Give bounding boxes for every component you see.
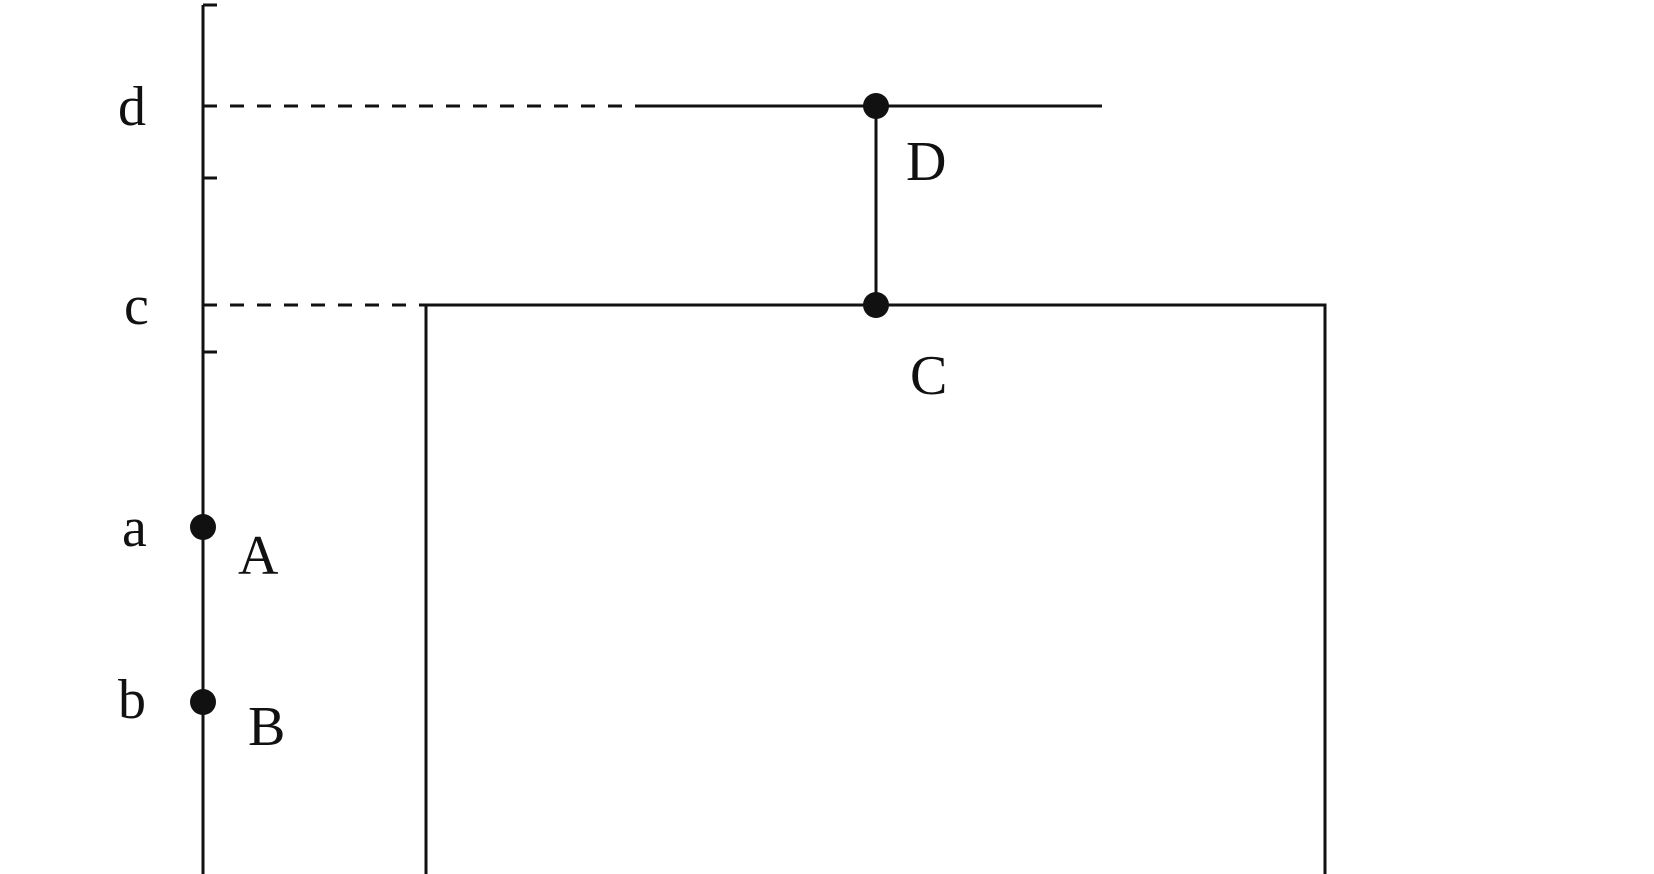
axis-label-d: d	[118, 76, 146, 138]
axis-label-a: a	[122, 497, 147, 559]
axis-label-c: c	[124, 275, 149, 337]
point-d-marker	[863, 93, 889, 119]
point-a-marker	[190, 514, 216, 540]
point-label-b: B	[248, 696, 285, 758]
point-label-c: C	[910, 345, 947, 407]
point-b-marker	[190, 689, 216, 715]
point-label-a: A	[238, 525, 279, 587]
point-c-marker	[863, 292, 889, 318]
block-outline	[424, 303, 1327, 874]
axis-label-b: b	[118, 669, 146, 731]
point-label-d: D	[906, 131, 946, 193]
